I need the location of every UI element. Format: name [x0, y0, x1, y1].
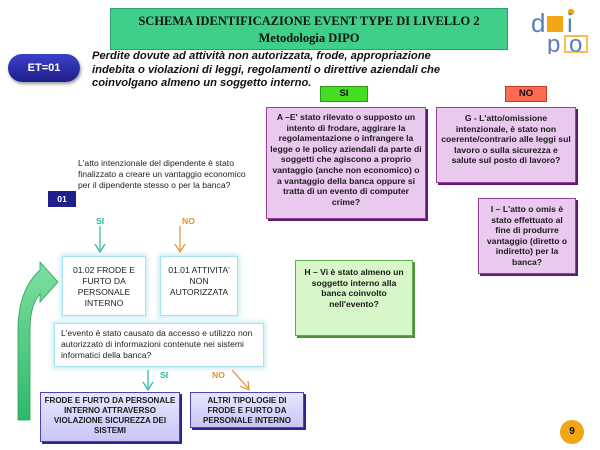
outcome-security-violation-box: FRODE E FURTO DA PERSONALE INTERNO ATTRA…	[40, 392, 180, 442]
decision-01-label: 01	[48, 191, 76, 207]
si-column-tag: SI	[320, 86, 368, 102]
decision-access-no-arrow	[231, 369, 249, 389]
svg-text:d: d	[531, 8, 545, 38]
outcome-0102-box: 01.02 FRODE E FURTO DA PERSONALE INTERNO	[62, 256, 146, 316]
outcome-other-fraud-box: ALTRI TIPOLOGIE DI FRODE E FURTO DA PERS…	[190, 392, 304, 428]
outcome-0101-box: 01.01 ATTIVITA' NON AUTORIZZATA	[160, 256, 238, 316]
dipo-logo: d i p o	[525, 4, 595, 58]
decision-access-no-label: NO	[212, 370, 225, 380]
criterion-h-box: H – Vi è stato almeno un soggetto intern…	[295, 260, 413, 336]
no-column-tag: NO	[505, 86, 547, 102]
title-line-1: SCHEMA IDENTIFICAZIONE EVENT TYPE DI LIV…	[138, 14, 480, 28]
decision-access-si-arrowhead	[142, 381, 154, 392]
decision-01-question: L'atto intenzionale del dipendente è sta…	[78, 158, 246, 190]
event-type-description: Perdite dovute ad attività non autorizza…	[92, 50, 441, 89]
decision-access-no-arrowhead	[239, 380, 250, 391]
dipo-logo-graphic: d i p o	[531, 8, 588, 58]
criterion-a-box: A –E' stato rilevato o supposto un inten…	[266, 107, 426, 219]
page-title: SCHEMA IDENTIFICAZIONE EVENT TYPE DI LIV…	[110, 8, 508, 50]
title-line-2: Metodologia DIPO	[258, 31, 360, 45]
decision-01-si-label: SI	[96, 216, 105, 226]
event-type-badge: ET=01	[8, 54, 80, 82]
svg-text:p: p	[547, 31, 560, 54]
criterion-g-box: G - L'atto/omissione intenzionale, è sta…	[436, 107, 576, 183]
decision-access-question: L'evento è stato causato da accesso e ut…	[54, 323, 264, 367]
criterion-i-box: I – L'atto o omis è stato effettuato al …	[478, 198, 576, 274]
page-number: 9	[560, 420, 584, 444]
decision-01-no-label: NO	[182, 216, 195, 226]
decision-access-si-label: SI	[160, 370, 169, 380]
big-loop-arrow	[17, 260, 59, 421]
decision-01-si-arrowhead	[94, 243, 106, 254]
svg-text:i: i	[567, 8, 573, 38]
decision-01-no-arrowhead	[174, 243, 186, 254]
